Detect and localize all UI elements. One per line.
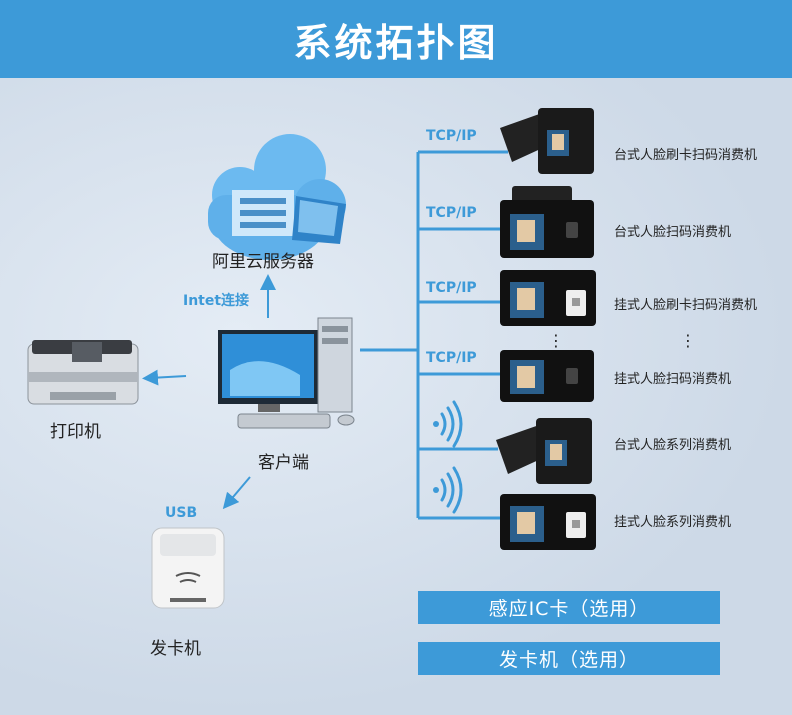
device-1-icon	[500, 108, 594, 174]
device-6-icon	[500, 494, 596, 550]
wifi-icon-1	[433, 400, 463, 448]
device-4-icon	[500, 350, 594, 402]
option-card-issuer-label: 发卡机（选用）	[498, 649, 639, 671]
device-label-5: 台式人脸系列消费机	[614, 438, 732, 453]
option-ic-card: 感应IC卡（选用）	[418, 591, 720, 624]
device-3-icon	[500, 270, 596, 326]
printer-arrow	[142, 369, 187, 386]
device-2-icon	[500, 186, 594, 258]
device-5-icon	[496, 418, 592, 484]
cloud-link-label: Intet连接	[183, 293, 250, 309]
usb-label: USB	[165, 505, 198, 521]
option-ic-card-label: 感应IC卡（选用）	[488, 598, 650, 620]
wifi-icon-2	[433, 466, 463, 514]
protocol-label-4: TCP/IP	[426, 350, 477, 366]
device-label-2: 台式人脸扫码消费机	[614, 225, 732, 240]
card-issuer-label: 发卡机	[150, 639, 201, 659]
protocol-label-2: TCP/IP	[426, 205, 477, 221]
card-issuer-arrow	[222, 476, 251, 510]
device-label-3: 挂式人脸刷卡扫码消费机	[614, 298, 758, 313]
protocol-label-3: TCP/IP	[426, 280, 477, 296]
option-card-issuer: 发卡机（选用）	[418, 642, 720, 675]
protocol-label-1: TCP/IP	[426, 128, 477, 144]
printer-label: 打印机	[50, 422, 101, 442]
client-label: 客户端	[258, 453, 309, 473]
device-label-6: 挂式人脸系列消费机	[614, 515, 732, 530]
svg-text:⋮: ⋮	[548, 331, 564, 350]
device-label-4: 挂式人脸扫码消费机	[614, 372, 732, 387]
svg-text:⋮: ⋮	[680, 331, 696, 350]
device-label-1: 台式人脸刷卡扫码消费机	[614, 148, 758, 163]
cloud-server-label: 阿里云服务器	[212, 252, 314, 272]
page-title: 系统拓扑图	[293, 20, 499, 65]
header-banner: 系统拓扑图	[0, 0, 792, 78]
